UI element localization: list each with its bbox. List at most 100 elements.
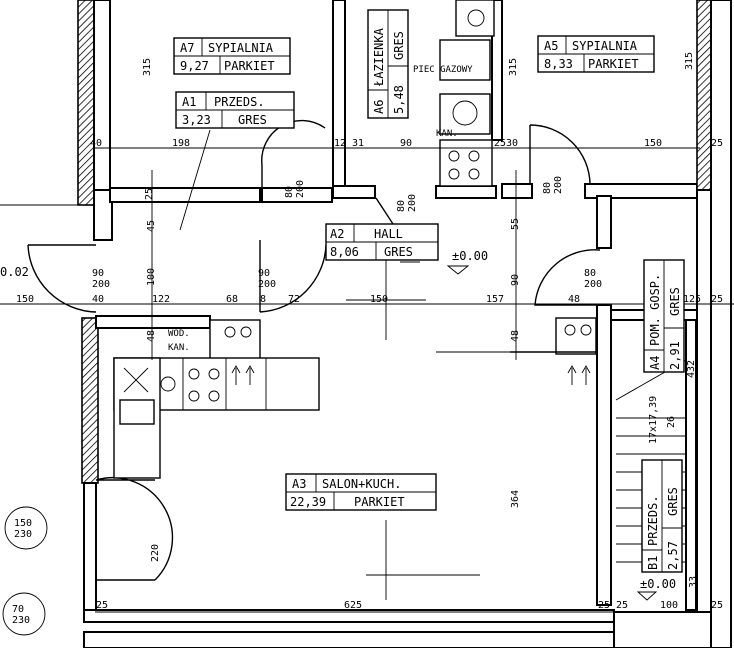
- a2-area: 8,06: [330, 245, 359, 259]
- kan-top-label: KAN.: [436, 129, 458, 139]
- b1-code: B1: [646, 556, 660, 570]
- dim-40-b: 40: [92, 294, 104, 305]
- dim-48: 48: [568, 294, 580, 305]
- wall-a1-left: [93, 189, 113, 241]
- kan-label: KAN.: [168, 343, 190, 353]
- a6-area: 5,48: [392, 85, 406, 114]
- dim-80-200-a: 80200: [284, 180, 306, 198]
- dim-12: 12: [334, 138, 346, 149]
- a7-floor: PARKIET: [224, 59, 275, 73]
- dim-100: 100: [146, 268, 157, 286]
- dim-25-a: 25: [494, 138, 506, 149]
- ushaft-pipe-1: [564, 324, 576, 336]
- room-label-a4: A4 POM. GOSP. 2,91 GRES: [643, 259, 685, 373]
- dim-25-l: 25: [144, 188, 155, 200]
- a3-floor: PARKIET: [354, 495, 405, 509]
- a5-code: A5: [544, 39, 558, 53]
- dimension-labels: 315 315 315 198 40 12 31 90 25 30 150 25…: [0, 52, 723, 626]
- window-marker-2: [2, 592, 46, 636]
- a4-area: 2,91: [668, 341, 682, 370]
- arrow-up-icon: [231, 365, 255, 385]
- dishwasher: [119, 399, 155, 425]
- centre-mark-salon: [366, 520, 480, 600]
- dim-72: 72: [288, 294, 300, 305]
- a5-name: SYPIALNIA: [572, 39, 638, 53]
- kitchen-shaft: [209, 319, 261, 361]
- dim-315-mid: 315: [508, 58, 519, 76]
- a1-name: PRZEDS.: [214, 95, 265, 109]
- dim-26: 26: [666, 416, 677, 428]
- a7-name: SYPIALNIA: [208, 41, 274, 55]
- dim-40: 40: [90, 138, 102, 149]
- dim-31: 31: [352, 138, 364, 149]
- a5-floor: PARKIET: [588, 57, 639, 71]
- burner-2: [208, 368, 220, 380]
- door-a1: [259, 240, 327, 313]
- room-labels: A7 SYPIALNIA 9,27 PARKIET A1 PRZEDS. 3,2…: [173, 9, 685, 573]
- wall-left-lower: [83, 482, 97, 619]
- dim-220: 220: [150, 544, 161, 562]
- room-label-a7: A7 SYPIALNIA 9,27 PARKIET: [173, 37, 291, 75]
- pipe-4: [468, 168, 480, 180]
- a6-code: A6: [372, 100, 386, 114]
- dim-364: 364: [510, 490, 521, 508]
- wall-a5-bottom-left: [501, 183, 533, 199]
- wall-bath-bottom-left: [332, 185, 376, 199]
- dim-30: 30: [506, 138, 518, 149]
- bath-fixture: [439, 93, 491, 135]
- pipe-3: [448, 168, 460, 180]
- level-marker-icon-2: [636, 591, 658, 601]
- centre-mark-a1: [179, 129, 211, 231]
- a4-name: POM. GOSP.: [648, 274, 662, 346]
- wall-stair-mid: [685, 319, 697, 611]
- dim-25-c: 25: [711, 294, 723, 305]
- wall-left-stub: [93, 0, 111, 206]
- dim-150-top: 150: [644, 138, 662, 149]
- dim-315-left: 315: [142, 58, 153, 76]
- washbasin-drain: [467, 9, 485, 27]
- wall-left-mid: [81, 317, 99, 484]
- a6-floor: GRES: [392, 31, 406, 60]
- burner-1: [188, 368, 200, 380]
- a2-code: A2: [330, 227, 344, 241]
- a3-area: 22,39: [290, 495, 326, 509]
- a5-area: 8,33: [544, 57, 573, 71]
- dim-80-200-c: 80200: [542, 176, 564, 194]
- b1-area: 2,57: [666, 541, 680, 570]
- installation-shaft-top: [439, 139, 493, 187]
- dim-90-top: 90: [400, 138, 412, 149]
- dim-0-02: 0.02: [0, 265, 29, 279]
- b1-level: ±0.00: [640, 577, 676, 591]
- dim-157: 157: [486, 294, 504, 305]
- a4-code: A4: [648, 356, 662, 370]
- dim-125: 125: [683, 294, 701, 305]
- a4-floor: GRES: [668, 287, 682, 316]
- dim-25-tr: 25: [711, 138, 723, 149]
- dim-55: 55: [510, 218, 521, 230]
- wod-label: WOD.: [168, 329, 190, 339]
- gas-boiler: [439, 39, 491, 81]
- wall-right-upper: [696, 0, 712, 191]
- fixture-labels: PIEC GAZOWY KAN. WOD. KAN. ±0.00 ±0.00: [168, 65, 676, 601]
- a1-floor: GRES: [238, 113, 267, 127]
- gas-boiler-label: PIEC GAZOWY: [413, 65, 473, 75]
- washbasin: [455, 0, 495, 37]
- door-terrace: [95, 477, 174, 581]
- pipe-2: [468, 150, 480, 162]
- dim-48-v1: 48: [146, 330, 157, 342]
- a3-name: SALON+KUCH.: [322, 477, 401, 491]
- wall-right-lower: [696, 189, 712, 639]
- dim-25-b3: 25: [616, 600, 628, 611]
- dim-25-br: 25: [711, 600, 723, 611]
- room-label-a6: A6 ŁAZIENKA 5,48 GRES: [367, 9, 409, 119]
- centre-mark-hall: [346, 260, 426, 340]
- level-marker-icon: [446, 265, 470, 275]
- dim-68: 68: [226, 294, 238, 305]
- window-marker-1: [4, 506, 48, 550]
- dimension-lines: [0, 147, 734, 636]
- wall-left-upper: [77, 0, 95, 206]
